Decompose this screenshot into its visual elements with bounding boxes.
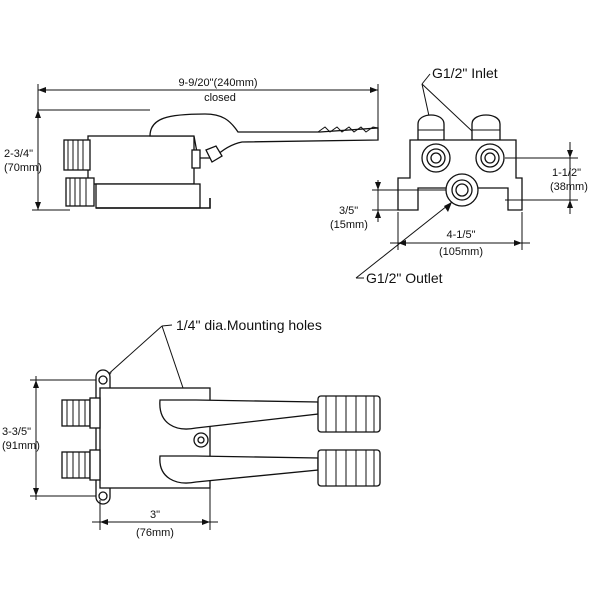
outlet-offset-in-label: 3/5" <box>339 205 358 217</box>
top-depth-in-label: 3" <box>150 509 160 521</box>
body-width-mm-label: (105mm) <box>439 246 483 258</box>
height-in-label: 2-3/4" <box>4 148 33 160</box>
body-width-in-label: 4-1/5" <box>447 229 476 241</box>
side-view: 9-9/20"(240mm) closed 2-3/4" (70mm) <box>4 77 379 211</box>
overall-length-label: 9-9/20"(240mm) <box>178 77 257 89</box>
overall-length-note: closed <box>204 92 236 104</box>
inlet-spacing-mm-label: (38mm) <box>550 181 588 193</box>
top-depth-mm-label: (76mm) <box>136 527 174 539</box>
outlet-offset-mm-label: (15mm) <box>330 219 368 231</box>
inlet-label: G1/2" Inlet <box>432 65 498 81</box>
top-width-in-label: 3-3/5" <box>2 426 31 438</box>
top-width-mm-label: (91mm) <box>2 440 40 452</box>
outlet-label: G1/2" Outlet <box>366 270 443 286</box>
top-view: 1/4" dia.Mounting holes <box>2 317 381 539</box>
height-mm-label: (70mm) <box>4 162 42 174</box>
front-view: G1/2" Inlet 1-1/2" (38mm) <box>330 65 588 286</box>
mounting-holes-label: 1/4" dia.Mounting holes <box>176 317 322 333</box>
inlet-spacing-in-label: 1-1/2" <box>552 167 581 179</box>
